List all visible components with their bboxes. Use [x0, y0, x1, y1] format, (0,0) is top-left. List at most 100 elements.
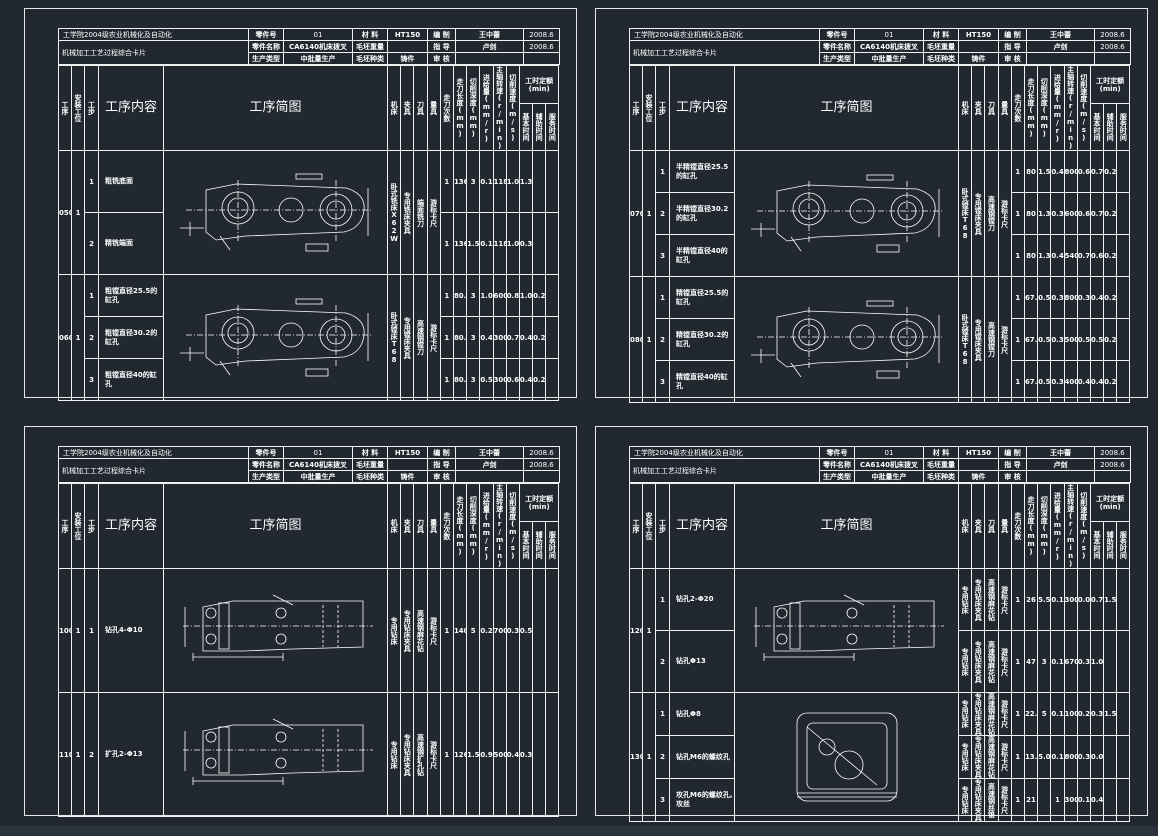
col-station-text: 安装工位: [645, 512, 653, 540]
col-station: 安装工位: [71, 65, 85, 151]
col-gauge-text: 量具: [429, 519, 438, 533]
depth-value: 1.5: [1037, 150, 1052, 193]
gauge-value: 游标卡尺: [997, 630, 1012, 693]
cutter-value: 高速钢扩孔钻: [413, 692, 428, 817]
advisor-date: 2008.6: [1094, 458, 1131, 471]
col-service: 服务时间: [1116, 521, 1131, 569]
step-content: 精镗直径25.5的缸孔: [669, 276, 735, 319]
review-date: [523, 52, 560, 65]
col-passes: 走刀次数: [1010, 65, 1025, 151]
speed-value: 0.20: [1076, 692, 1091, 736]
speed-value: 0.70: [1076, 234, 1091, 277]
aux-value: [532, 212, 547, 275]
cutter-value-text: 高速钢麻花钻: [987, 640, 996, 683]
material-label: 材 料: [923, 446, 959, 459]
col-proc: 工序: [58, 483, 72, 569]
blank-type-value: 铸件: [958, 52, 999, 65]
advisor-date: 2008.6: [523, 458, 560, 471]
col-speed-text: 切削速度(m/s): [1079, 492, 1088, 560]
col-station: 安装工位: [71, 483, 85, 569]
fixture-value: 专用钻床夹具: [400, 692, 415, 817]
service-value: [1116, 360, 1131, 403]
aux-value: [1103, 735, 1118, 779]
col-proc: 工序: [629, 65, 643, 151]
station-no: 1: [642, 692, 656, 822]
col-passes-text: 走刀次数: [1013, 94, 1022, 122]
col-content: 工序内容: [669, 65, 735, 151]
basic-value: 0.70: [1089, 568, 1105, 631]
col-proc: 工序: [58, 65, 72, 151]
part-drawing: [736, 297, 958, 383]
speed-value: 0.18: [1076, 778, 1091, 822]
part-drawing: [736, 171, 958, 257]
gauge-value: 游标卡尺: [997, 150, 1012, 277]
gauge-value-text: 游标卡尺: [1000, 199, 1009, 228]
proc-no: 100: [58, 568, 72, 693]
step-content: 半精镗直径30.2的缸孔: [669, 192, 735, 235]
part-name-label: 零件名称: [819, 458, 855, 471]
passes-value: 1: [439, 692, 454, 817]
material-value: HT150: [958, 446, 999, 459]
col-basic-text: 基本时间: [1092, 113, 1101, 141]
feed-value: 1.00: [479, 274, 494, 317]
part-no-label: 零件号: [819, 28, 855, 41]
cutter-value-text: 高速钢麻花钻: [987, 578, 996, 621]
col-time: 工时定额(min): [518, 65, 560, 104]
speed-value: 0.50: [1076, 318, 1091, 361]
blank-type-label: 毛坯种类: [923, 470, 959, 483]
col-step-text: 工步: [87, 519, 96, 533]
cutter-value: 高速钢镗刀: [984, 150, 999, 277]
fixture-value: 专用钻床夹具: [971, 778, 986, 822]
speed-value: 0.40: [1076, 360, 1091, 403]
speed-value: 1.00: [505, 150, 520, 213]
col-service-text: 服务时间: [548, 113, 557, 141]
review-value: [455, 470, 524, 483]
passes-value: 1: [439, 274, 454, 317]
passes-value: 1: [439, 316, 454, 359]
machine-value-text: 卧式铣床X62W: [390, 182, 399, 243]
blank-weight-value: [958, 40, 999, 53]
machine-value: 专用钻床: [957, 778, 973, 822]
process-sketch: [734, 276, 959, 403]
blank-weight-value: [958, 458, 999, 471]
col-feed-text: 进给量(mm/r): [482, 491, 491, 561]
feed-value: 0.20: [479, 568, 494, 693]
rpm-value: 800: [1063, 276, 1078, 319]
col-aux-text: 辅助时间: [1106, 531, 1115, 559]
advisor-label: 指 导: [998, 40, 1027, 53]
blank-type-label: 毛坯种类: [352, 52, 388, 65]
col-gauge: 量具: [426, 65, 441, 151]
aux-value: 0.20: [532, 358, 547, 401]
step-content: 精镗直径40的缸孔: [669, 360, 735, 403]
cutter-value-text: 高速钢麻花钻: [987, 736, 996, 778]
col-sketch: 工序简图: [163, 483, 388, 569]
length-value: 136: [452, 212, 468, 275]
card-title: 机械加工工艺过程综合卡片: [58, 458, 249, 483]
review-value: [455, 52, 524, 65]
basic-value: 0.38: [518, 212, 534, 275]
rpm-value: 600: [1063, 192, 1078, 235]
length-value: 21: [1023, 778, 1039, 822]
passes-value: 1: [1010, 360, 1025, 403]
production-type-value: 中批量生产: [283, 52, 353, 65]
step-no: 3: [655, 360, 670, 403]
production-type-value: 中批量生产: [283, 470, 353, 483]
col-fixture-text: 夹具: [974, 101, 983, 115]
review-value: [1026, 470, 1095, 483]
speed-value: 0.40: [505, 692, 520, 817]
table-row: 10011钻孔4-Φ10专用钻床专用钻床夹具高速钢麻花钻游标卡尺114050.2…: [58, 568, 560, 693]
basic-value: 1.38: [518, 150, 534, 213]
col-step: 工步: [655, 65, 670, 151]
col-speed: 切削速度(m/s): [1076, 65, 1091, 151]
service-value: [545, 358, 560, 401]
col-station-text: 安装工位: [74, 512, 82, 540]
step-no: 1: [655, 568, 670, 631]
machine-value: 专用钻床: [386, 692, 402, 817]
depth-value: 0.5: [1037, 276, 1052, 319]
author-label: 编 制: [427, 446, 456, 459]
